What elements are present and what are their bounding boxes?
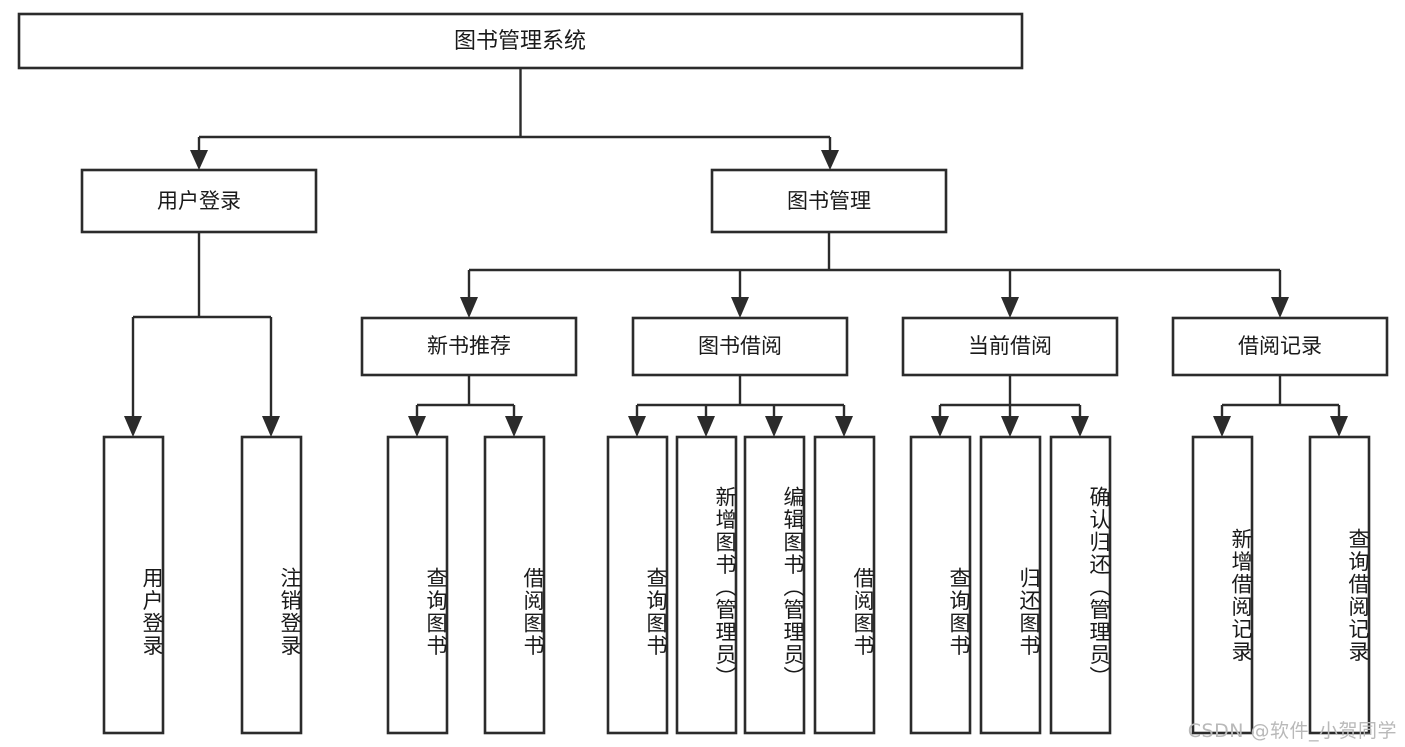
leaf-box-br-2[interactable] [1308, 435, 1371, 735]
arrow-to-borrow-record [1271, 297, 1289, 318]
leaf-box-bb-1[interactable] [606, 435, 669, 735]
leaf-box-cb-2[interactable] [979, 435, 1042, 735]
arrow-to-leaf-br-1 [1213, 416, 1231, 437]
leaf-box-nbr-2[interactable] [483, 435, 546, 735]
leaf-box-br-1[interactable] [1191, 435, 1254, 735]
arrow-to-leaf-bb-2 [697, 416, 715, 437]
leaf-box-bb-4[interactable] [813, 435, 876, 735]
node-book-borrow-label: 图书借阅 [698, 334, 782, 358]
connector-group-root [190, 68, 839, 170]
connector-group-current-borrow [931, 375, 1089, 437]
arrow-to-leaf-user-login-1 [124, 416, 142, 437]
arrow-to-current-borrow [1001, 297, 1019, 318]
leaf-box-bb-3[interactable] [743, 435, 806, 735]
node-user-login-box[interactable] [80, 168, 318, 234]
arrow-to-book-borrow [731, 297, 749, 318]
node-book-borrow-box[interactable] [631, 316, 849, 377]
node-current-borrow-label: 当前借阅 [968, 334, 1052, 358]
connector-group-new-book-recommend [408, 375, 523, 437]
node-borrow-record-label: 借阅记录 [1238, 334, 1322, 358]
watermark-text: CSDN @软件_小贺同学 [1187, 720, 1397, 742]
arrow-to-leaf-nbr-2 [505, 416, 523, 437]
leaf-box-user-login-2[interactable] [240, 435, 303, 735]
connector-group-borrow-record [1213, 375, 1348, 437]
arrow-to-leaf-nbr-1 [408, 416, 426, 437]
arrow-to-leaf-br-2 [1330, 416, 1348, 437]
arrow-to-leaf-user-login-2 [262, 416, 280, 437]
arrow-to-leaf-cb-1 [931, 416, 949, 437]
arrow-to-new-book-recommend [460, 297, 478, 318]
node-user-login-label: 用户登录 [157, 189, 241, 213]
leaf-box-nbr-1[interactable] [386, 435, 449, 735]
connector-group-book-borrow [628, 375, 853, 437]
node-new-book-recommend-label: 新书推荐 [427, 334, 511, 358]
node-root-box[interactable] [17, 12, 1024, 70]
node-book-manage-box[interactable] [710, 168, 948, 234]
arrow-to-leaf-cb-2 [1001, 416, 1019, 437]
node-current-borrow-box[interactable] [901, 316, 1119, 377]
arrow-to-user-login [190, 150, 208, 170]
leaf-box-bb-2[interactable] [675, 435, 738, 735]
node-book-manage-label: 图书管理 [787, 189, 871, 213]
leaf-box-user-login-1[interactable] [102, 435, 165, 735]
node-root-label: 图书管理系统 [454, 29, 586, 54]
node-new-book-recommend-box[interactable] [360, 316, 578, 377]
connector-group-book-manage [460, 232, 1289, 318]
arrow-to-leaf-bb-4 [835, 416, 853, 437]
node-borrow-record-box[interactable] [1171, 316, 1389, 377]
arrow-to-leaf-cb-3 [1071, 416, 1089, 437]
arrow-to-leaf-bb-1 [628, 416, 646, 437]
arrow-to-leaf-bb-3 [765, 416, 783, 437]
arrow-to-book-manage [821, 150, 839, 170]
connector-group-user-login [124, 232, 280, 437]
leaf-box-cb-1[interactable] [909, 435, 972, 735]
leaf-box-cb-3[interactable] [1049, 435, 1112, 735]
